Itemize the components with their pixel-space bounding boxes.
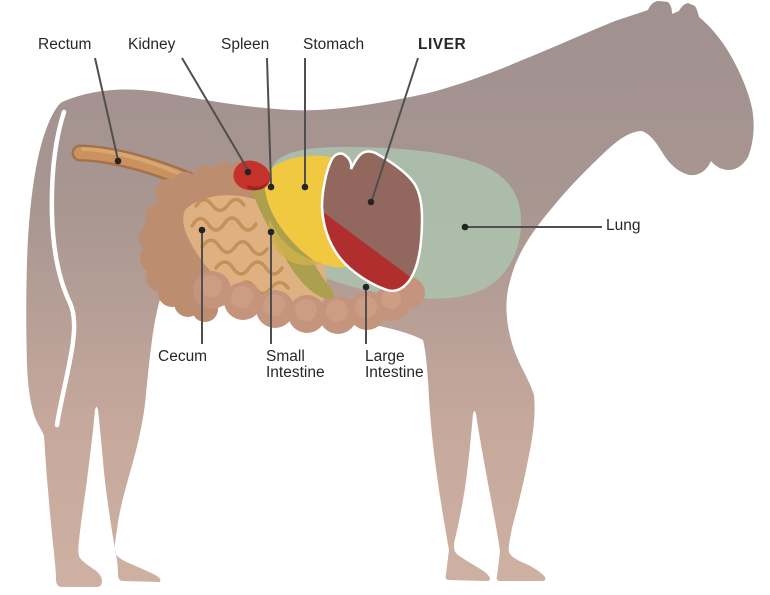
large-intestine-highlights [200, 275, 401, 322]
tail-divider-line [49, 109, 77, 428]
stomach-shade [268, 220, 322, 266]
label-liver: LIVER [418, 36, 467, 53]
leader-kidney [181, 57, 249, 171]
leader-lines [94, 57, 602, 344]
liver-shape [320, 150, 424, 293]
leader-spleen [266, 57, 272, 186]
label-kidney: Kidney [128, 36, 176, 53]
leader-liver [371, 57, 419, 201]
leader-rectum [94, 57, 119, 161]
intestine-coils [190, 197, 290, 296]
leader-dots [114, 157, 469, 291]
label-rectum: Rectum [38, 36, 92, 53]
label-stomach: Stomach [303, 36, 365, 53]
label-cecum: Cecum [158, 348, 208, 365]
label-spleen: Spleen [221, 36, 270, 53]
kidney-shape [233, 160, 271, 191]
label-lung: Lung [606, 217, 641, 234]
